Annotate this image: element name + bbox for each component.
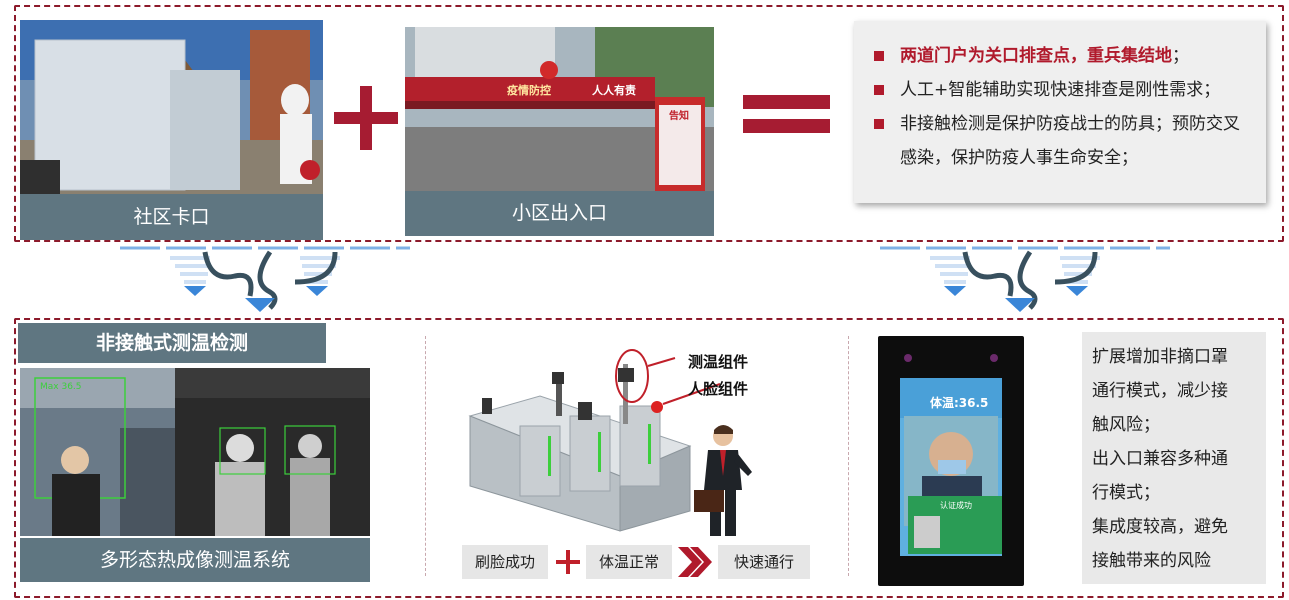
feature-note-line: 集成度较高，避免 xyxy=(1092,517,1228,537)
notice-board-title: 告知 xyxy=(669,111,689,122)
bottom-dashed-frame xyxy=(14,318,1284,598)
divider-left xyxy=(425,336,426,576)
top-dashed-frame xyxy=(14,5,1284,242)
flow-step-face-success: 刷脸成功 xyxy=(462,545,548,579)
face-recognition-device: 体温:36.5 认证成功 xyxy=(878,336,1024,586)
key-point-1: 两道门户为关口排查点，重兵集结地； xyxy=(874,39,1252,73)
bullet-square-icon xyxy=(874,85,884,95)
key-points-box: 两道门户为关口排查点，重兵集结地； 人工+智能辅助实现快速排查是刚性需求； 非接… xyxy=(854,21,1266,203)
community-checkpoint-caption: 社区卡口 xyxy=(20,194,323,240)
key-point-3: 非接触检测是保护防疫战士的防具；预防交叉感染，保护防疫人事生命安全； xyxy=(874,107,1252,175)
device-temperature-readout: 体温:36.5 xyxy=(930,396,989,410)
key-point-2-text: 人工+智能辅助实现快速排查是刚性需求； xyxy=(900,80,1221,100)
key-point-1-suffix: ； xyxy=(1172,46,1189,66)
device-auth-status: 认证成功 xyxy=(940,501,972,510)
temperature-module-callout: 测温组件 xyxy=(688,353,749,371)
feature-note-line: 通行模式，减少接 xyxy=(1092,381,1228,401)
divider-right xyxy=(848,336,849,576)
face-module-callout: 人脸组件 xyxy=(688,380,749,398)
equals-icon-bottom-bar xyxy=(743,119,830,133)
businessman-illustration xyxy=(694,425,752,536)
thermal-imaging-photo: Max 36.5 xyxy=(20,368,370,536)
thermal-max-readout: Max 36.5 xyxy=(40,382,82,392)
flow-step-temperature-normal: 体温正常 xyxy=(586,545,672,579)
gate-banner-slogan-right: 人人有责 xyxy=(592,84,636,97)
bullet-square-icon xyxy=(874,119,884,129)
key-point-2: 人工+智能辅助实现快速排查是刚性需求； xyxy=(874,73,1252,107)
section-title: 非接触式测温检测 xyxy=(18,323,326,363)
key-point-1-text: 两道门户为关口排查点，重兵集结地 xyxy=(900,46,1172,66)
feature-note-line: 扩展增加非摘口罩 xyxy=(1092,347,1228,367)
community-checkpoint-photo xyxy=(20,20,323,194)
equals-icon-top-bar xyxy=(743,95,830,109)
double-chevron-right-icon xyxy=(678,547,712,577)
left-funnel-connector-icon xyxy=(120,246,410,312)
feature-note-line: 触风险； xyxy=(1092,415,1160,435)
residential-gate-photo: 疫情防控 人人有责 告知 xyxy=(405,27,714,191)
bullet-square-icon xyxy=(874,51,884,61)
feature-note-line: 出入口兼容多种通 xyxy=(1092,449,1228,469)
plus-icon xyxy=(334,86,398,150)
residential-gate-caption: 小区出入口 xyxy=(405,191,714,236)
flow-step-fast-pass: 快速通行 xyxy=(718,545,810,579)
feature-note-line: 接触带来的风险 xyxy=(1092,551,1211,571)
turnstile-gate-illustration xyxy=(468,349,721,532)
gate-banner-slogan-left: 疫情防控 xyxy=(507,84,551,97)
thermal-system-caption: 多形态热成像测温系统 xyxy=(20,538,370,582)
key-point-3-text: 非接触检测是保护防疫战士的防具；预防交叉感染，保护防疫人事生命安全； xyxy=(900,114,1240,168)
plus-icon-small xyxy=(556,550,580,574)
right-funnel-connector-icon xyxy=(880,246,1170,312)
feature-notes-box: 扩展增加非摘口罩 通行模式，减少接 触风险； 出入口兼容多种通 行模式； 集成度… xyxy=(1082,332,1266,584)
feature-note-line: 行模式； xyxy=(1092,483,1160,503)
